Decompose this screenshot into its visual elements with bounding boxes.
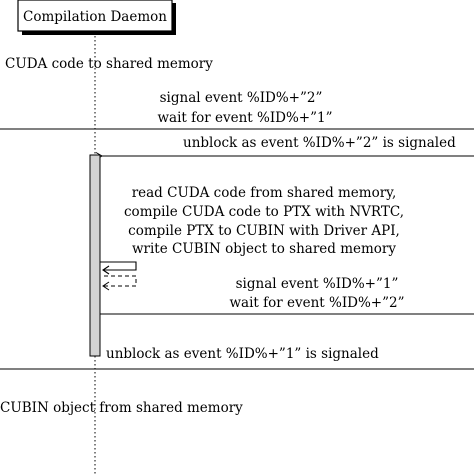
- process-compile-ptx: compile CUDA code to PTX with NVRTC,: [124, 204, 404, 220]
- message-cubin-from-shared-memory: CUBIN object from shared memory: [0, 400, 243, 416]
- participant-label: Compilation Daemon: [23, 9, 167, 25]
- activation-bar: [89, 154, 101, 357]
- message-wait-event-1: wait for event %ID%+”1”: [157, 110, 332, 126]
- message-unblock-event-1: unblock as event %ID%+”1” is signaled: [106, 346, 379, 362]
- message-unblock-event-2: unblock as event %ID%+”2” is signaled: [183, 135, 456, 151]
- message-cuda-to-shared-memory: CUDA code to shared memory: [5, 56, 213, 72]
- process-compile-cubin: compile PTX to CUBIN with Driver API,: [128, 223, 400, 239]
- self-call-arrowhead: [102, 265, 110, 275]
- self-return-arrow: [104, 275, 137, 287]
- self-call-arrow: [100, 261, 137, 271]
- participant-compilation-daemon: Compilation Daemon: [17, 0, 176, 35]
- process-read-cuda: read CUDA code from shared memory,: [132, 185, 397, 201]
- message-wait-event-2: wait for event %ID%+”2”: [229, 295, 404, 311]
- self-return-arrowhead: [102, 281, 110, 291]
- message-signal-event-2: signal event %ID%+”2”: [160, 90, 323, 106]
- message-signal-event-1: signal event %ID%+”1”: [236, 276, 399, 292]
- participant-box: [17, 0, 173, 32]
- process-write-cubin: write CUBIN object to shared memory: [132, 241, 396, 257]
